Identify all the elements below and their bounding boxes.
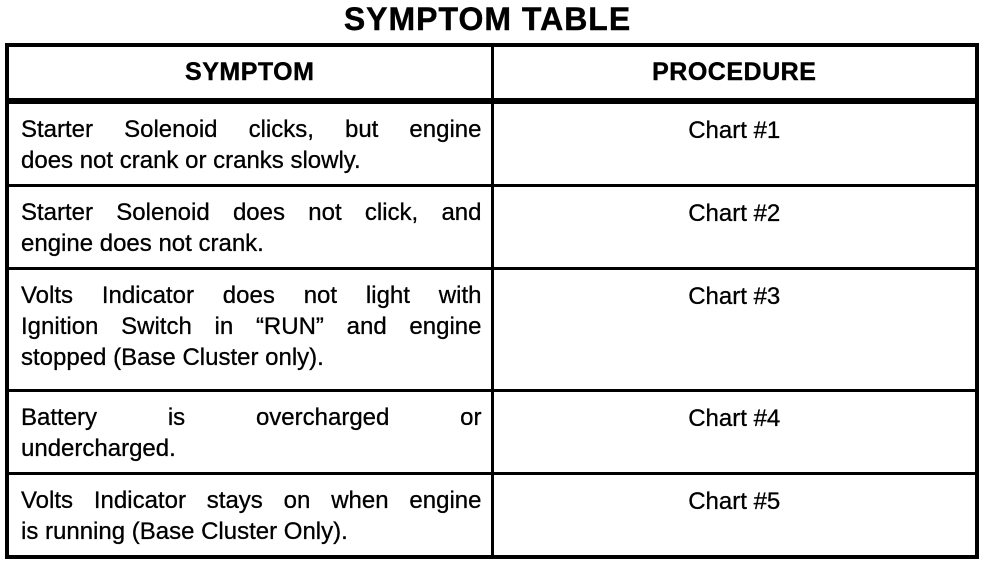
procedure-cell: Chart #3	[490, 267, 979, 392]
table-row: Volts Indicator stays on when engine is r…	[5, 472, 979, 559]
symptom-line: Starter Solenoid does not click, and	[21, 199, 482, 226]
column-header-symptom: SYMPTOM	[5, 43, 494, 104]
procedure-cell: Chart #2	[490, 184, 979, 270]
symptom-line: undercharged.	[21, 435, 176, 462]
symptom-line: stopped (Base Cluster only).	[21, 344, 324, 371]
table-row: Battery is overcharged or undercharged. C…	[5, 389, 979, 475]
procedure-cell: Chart #1	[490, 99, 979, 187]
table-row: Starter Solenoid clicks, but engine does …	[5, 99, 979, 187]
symptom-cell: Starter Solenoid does not click, and engi…	[5, 184, 494, 270]
table-row: Starter Solenoid does not click, and engi…	[5, 184, 979, 270]
symptom-line: Ignition Switch in “RUN” and engine	[21, 313, 482, 340]
procedure-cell: Chart #4	[490, 389, 979, 475]
symptom-line: Volts Indicator does not light with	[21, 282, 482, 309]
symptom-line: Volts Indicator stays on when engine	[21, 487, 482, 514]
symptom-line: is running (Base Cluster Only).	[21, 518, 348, 545]
table-body: Starter Solenoid clicks, but engine does …	[5, 99, 979, 559]
page-title: SYMPTOM TABLE	[343, 1, 632, 37]
symptom-line: engine does not crank.	[21, 230, 264, 257]
symptom-cell: Battery is overcharged or undercharged.	[5, 389, 494, 475]
symptom-line: Starter Solenoid clicks, but engine	[21, 116, 482, 143]
column-header-procedure: PROCEDURE	[490, 43, 979, 104]
header-row: SYMPTOM PROCEDURE	[5, 43, 979, 104]
symptom-cell: Volts Indicator stays on when engine is r…	[5, 472, 494, 559]
procedure-cell: Chart #5	[490, 472, 979, 559]
symptom-line: Battery is overcharged or	[21, 404, 482, 431]
symptom-cell: Starter Solenoid clicks, but engine does …	[5, 99, 494, 187]
symptom-table: SYMPTOM PROCEDURE Starter Solenoid click…	[5, 43, 979, 559]
symptom-line: does not crank or cranks slowly.	[21, 147, 361, 174]
